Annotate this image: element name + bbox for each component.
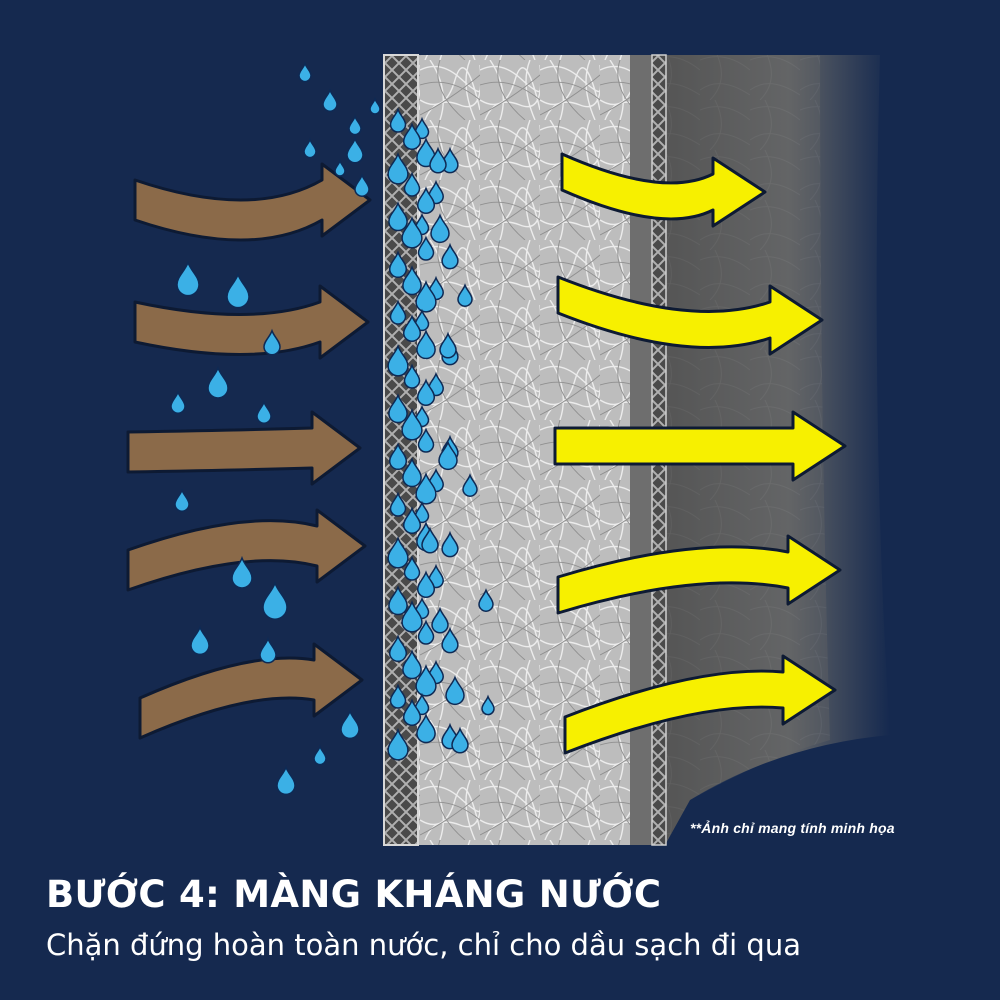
water-drop-icon: [262, 581, 288, 620]
water-drop-icon: [207, 365, 229, 399]
water-drop-icon: [451, 726, 469, 754]
water-drop-icon: [462, 473, 478, 497]
water-drop-icon: [256, 400, 272, 424]
water-drop-icon: [416, 713, 436, 744]
water-drop-icon: [389, 107, 407, 133]
water-drop-icon: [389, 299, 407, 325]
water-drop-icon: [190, 625, 210, 656]
water-drop-icon: [298, 61, 312, 83]
water-drop-icon: [416, 186, 436, 214]
water-drop-icon: [417, 427, 435, 453]
water-drops: [170, 61, 495, 796]
water-drop-icon: [402, 698, 422, 726]
water-drop-icon: [263, 328, 281, 356]
water-drop-icon: [403, 555, 421, 581]
water-drop-icon: [226, 272, 250, 309]
water-drop-icon: [387, 728, 409, 761]
water-drop-icon: [231, 555, 253, 589]
water-drop-icon: [439, 331, 457, 359]
water-drop-icon: [402, 122, 422, 150]
clean-oil-arrow-icon: [553, 410, 847, 482]
water-drop-icon: [403, 363, 421, 389]
water-drop-icon: [402, 649, 422, 680]
dirty-oil-arrow-icon: [133, 162, 372, 242]
water-drop-icon: [438, 440, 458, 471]
water-drop-icon: [176, 260, 200, 297]
water-drop-icon: [402, 506, 422, 534]
water-drop-icon: [259, 636, 277, 664]
dirty-oil-arrow-icon: [126, 508, 367, 592]
water-drop-icon: [174, 488, 190, 512]
dirty-oil-arrow-icon: [138, 642, 364, 740]
water-drop-icon: [430, 213, 450, 244]
water-drop-icon: [417, 619, 435, 645]
water-drop-icon: [414, 692, 430, 716]
water-drop-icon: [346, 136, 364, 164]
water-drop-icon: [389, 683, 407, 709]
water-drop-icon: [416, 570, 436, 598]
water-drop-icon: [414, 308, 430, 332]
water-drop-icon: [415, 472, 437, 505]
water-drop-icon: [388, 393, 408, 424]
dirty-oil-arrow-icon: [126, 410, 362, 486]
water-drop-icon: [414, 116, 430, 140]
water-drop-icon: [402, 457, 422, 488]
water-drop-icon: [388, 442, 408, 470]
water-drop-icon: [421, 526, 439, 554]
dirty-oil-arrow-icon: [133, 284, 370, 360]
water-drop-icon: [348, 114, 362, 136]
water-drop-icon: [303, 137, 317, 159]
water-drop-icon: [478, 588, 494, 612]
water-drop-icon: [481, 694, 495, 716]
water-drop-icon: [388, 585, 408, 616]
water-drop-icon: [387, 536, 409, 569]
water-drop-icon: [415, 280, 437, 313]
water-drop-icon: [388, 250, 408, 278]
step-title: BƯỚC 4: MÀNG KHÁNG NƯỚC: [46, 873, 662, 916]
water-drop-icon: [416, 329, 436, 360]
water-drop-icon: [401, 408, 423, 441]
clean-oil-arrows: [553, 152, 847, 755]
water-drop-icon: [388, 634, 408, 662]
water-drop-icon: [334, 158, 346, 177]
water-drop-icon: [417, 235, 435, 261]
step-subtitle: Chặn đứng hoàn toàn nước, chỉ cho dầu sạ…: [46, 928, 801, 962]
water-drop-icon: [401, 216, 423, 249]
water-drop-icon: [389, 491, 407, 517]
water-drop-icon: [416, 378, 436, 406]
water-drop-icon: [170, 390, 186, 414]
clean-oil-arrow-icon: [556, 534, 842, 615]
water-drop-icon: [401, 600, 423, 633]
dirty-oil-arrows: [126, 162, 372, 740]
water-drop-icon: [416, 137, 436, 168]
water-drop-icon: [322, 88, 338, 112]
water-drop-icon: [402, 314, 422, 342]
water-drop-icon: [445, 675, 465, 706]
water-drop-icon: [387, 344, 409, 377]
water-drop-icon: [387, 152, 409, 185]
water-drop-icon: [403, 171, 421, 197]
clean-oil-arrow-icon: [563, 654, 837, 755]
water-drop-icon: [340, 709, 360, 740]
water-drop-icon: [441, 242, 459, 270]
water-drop-icon: [457, 283, 473, 307]
water-drop-icon: [429, 146, 447, 174]
water-drop-icon: [276, 765, 296, 796]
water-drop-icon: [414, 500, 430, 524]
water-drop-icon: [313, 744, 327, 766]
water-drop-icon: [415, 664, 437, 697]
water-drop-icon: [441, 530, 459, 558]
water-drop-icon: [441, 626, 459, 654]
water-drop-icon: [388, 201, 408, 232]
water-drop-icon: [354, 173, 370, 197]
water-drop-icon: [431, 606, 449, 634]
water-drop-icon: [369, 96, 381, 115]
clean-oil-arrow-icon: [556, 275, 824, 356]
clean-oil-arrow-icon: [560, 152, 767, 228]
illustration-note: **Ảnh chỉ mang tính minh họa: [690, 820, 895, 836]
water-drop-icon: [402, 265, 422, 296]
